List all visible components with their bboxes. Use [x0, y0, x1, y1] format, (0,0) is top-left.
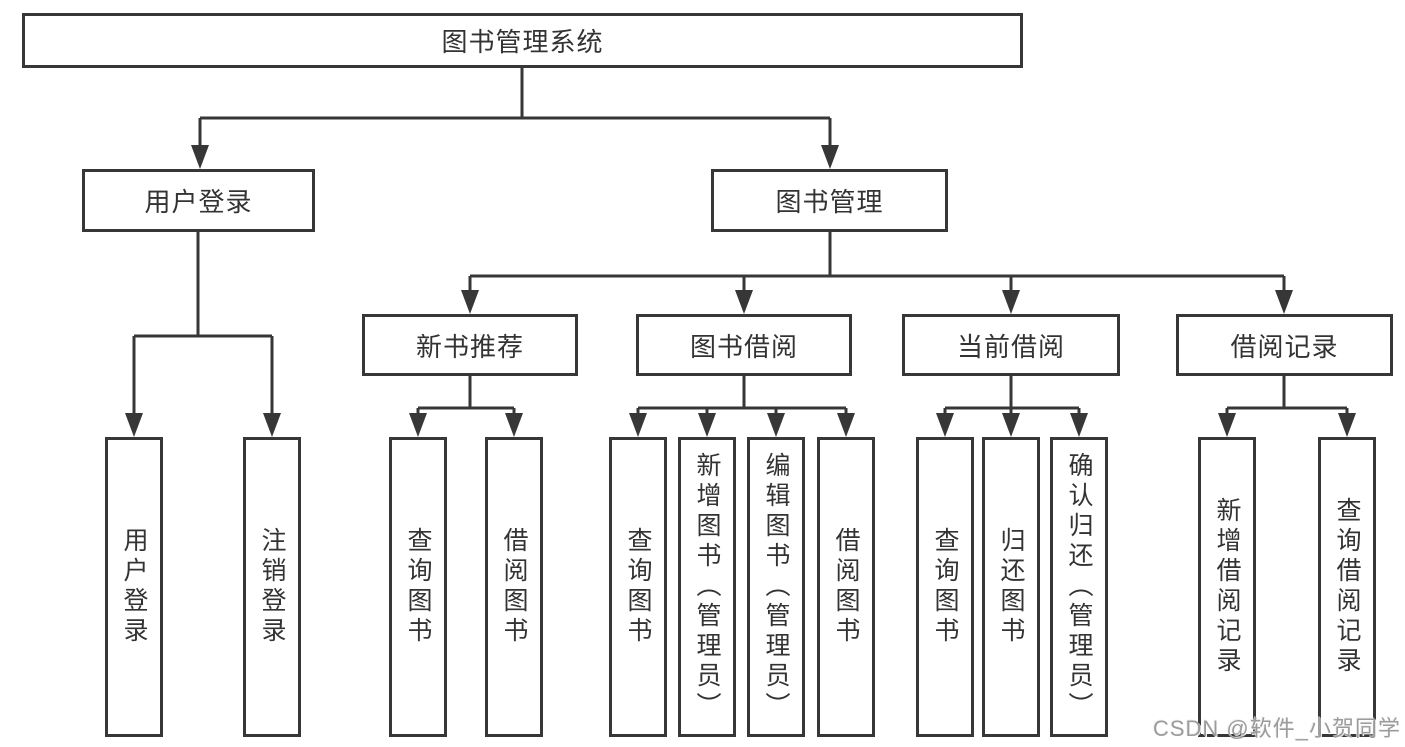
node-new-book-recommend: 新书推荐 [362, 314, 578, 376]
arrow-down-icon [1070, 413, 1088, 437]
arrow-down-icon [698, 413, 716, 437]
node-borrow-records: 借阅记录 [1176, 314, 1393, 376]
arrow-down-icon [1218, 413, 1236, 437]
arrow-down-icon [461, 290, 479, 314]
node-root: 图书管理系统 [22, 13, 1023, 68]
watermark: CSDN @软件_小贺同学 [1152, 716, 1401, 741]
node-book-management: 图书管理 [711, 169, 948, 232]
leaf-query-books-recommend: 查询图书 [389, 437, 447, 737]
leaf-query-books-current: 查询图书 [916, 437, 974, 737]
arrow-down-icon [1002, 290, 1020, 314]
arrow-down-icon [505, 413, 523, 437]
leaf-edit-book-admin: 编辑图书（管理员） [747, 437, 805, 737]
arrow-down-icon [263, 413, 281, 437]
connector-borrow-record-split [1225, 376, 1349, 418]
node-book-borrow: 图书借阅 [636, 314, 852, 376]
connector-root-split [198, 68, 832, 150]
leaf-add-book-admin: 新增图书（管理员） [678, 437, 736, 737]
arrow-down-icons [125, 145, 1356, 437]
leaf-confirm-return-admin: 确认归还（管理员） [1050, 437, 1108, 737]
arrow-down-icon [1002, 413, 1020, 437]
connector-current-borrow-split [943, 376, 1081, 418]
arrow-down-icon [1338, 413, 1356, 437]
connector-user-login-split [132, 232, 274, 418]
leaf-query-books-borrow: 查询图书 [609, 437, 667, 737]
leaf-user-login: 用户登录 [105, 437, 163, 737]
arrow-down-icon [125, 413, 143, 437]
node-user-login: 用户登录 [82, 169, 315, 232]
arrow-down-icon [191, 145, 209, 169]
leaf-logout: 注销登录 [243, 437, 301, 737]
leaf-query-borrow-record: 查询借阅记录 [1318, 437, 1376, 737]
leaf-borrow-books-recommend: 借阅图书 [485, 437, 543, 737]
arrow-down-icon [837, 413, 855, 437]
node-current-borrow: 当前借阅 [902, 314, 1120, 376]
connector-book-borrow-split [636, 376, 848, 418]
arrow-down-icon [735, 290, 753, 314]
leaf-return-book: 归还图书 [982, 437, 1040, 737]
leaf-add-borrow-record: 新增借阅记录 [1198, 437, 1256, 737]
arrow-down-icon [1275, 290, 1293, 314]
arrow-down-icon [409, 413, 427, 437]
arrow-down-icon [767, 413, 785, 437]
arrow-down-icon [629, 413, 647, 437]
leaf-borrow-books: 借阅图书 [817, 437, 875, 737]
connector-new-book-split [416, 376, 516, 418]
arrow-down-icon [821, 145, 839, 169]
arrow-down-icon [936, 413, 954, 437]
connector-book-management-split [468, 232, 1286, 295]
